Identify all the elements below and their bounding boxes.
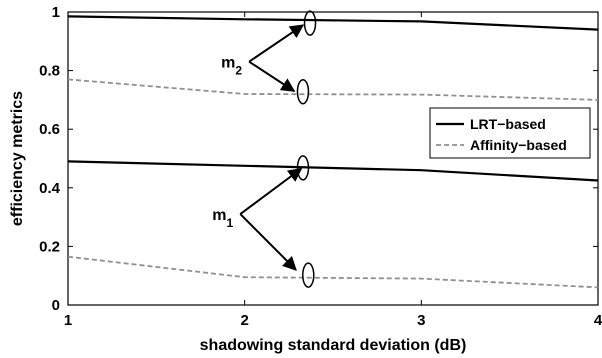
y-tick-label: 0.6	[39, 121, 60, 138]
series-line-lrt-m1	[67, 160, 599, 182]
annotation-ellipse	[302, 262, 315, 288]
series-line-affinity-m1	[67, 255, 599, 289]
x-tick-label: 2	[240, 312, 248, 329]
annotation-ellipse	[303, 10, 317, 36]
annotation-arrow	[239, 213, 297, 271]
annotation-arrow	[239, 167, 303, 215]
plot-area	[67, 11, 599, 306]
annotation-ellipse	[296, 78, 310, 105]
legend-box	[429, 107, 591, 159]
y-tick-label: 0.4	[39, 180, 61, 197]
y-tick-label: 0	[52, 297, 60, 314]
x-tick-label: 4	[594, 312, 602, 329]
y-tick-label: 0.2	[39, 238, 60, 255]
axis-ticks: 1 2 3 4 0 0.2 0.4 0.6 0.8 1	[39, 4, 602, 329]
series-line-lrt-m2	[67, 15, 599, 31]
annotations: m2 m1	[212, 10, 317, 288]
annotation-ellipse	[296, 155, 310, 181]
x-tick-label: 3	[417, 312, 425, 329]
legend-label-affinity: Affinity−based	[470, 137, 567, 153]
series-layer	[67, 15, 599, 289]
annotation-arrow	[248, 24, 305, 63]
series-line-affinity-m2	[67, 78, 599, 101]
y-tick-label: 0.8	[39, 63, 60, 80]
x-axis-label: shadowing standard deviation (dB)	[200, 337, 467, 354]
x-tick-label: 1	[64, 312, 72, 329]
y-axis-label: efficiency metrics	[9, 91, 26, 226]
annotation-label-m1: m1	[212, 207, 233, 230]
legend: LRT−based Affinity−based	[429, 107, 591, 159]
legend-label-lrt: LRT−based	[470, 116, 546, 132]
annotation-arrow	[248, 60, 296, 92]
annotation-label-m2: m2	[221, 55, 242, 78]
y-tick-label: 1	[52, 4, 60, 21]
